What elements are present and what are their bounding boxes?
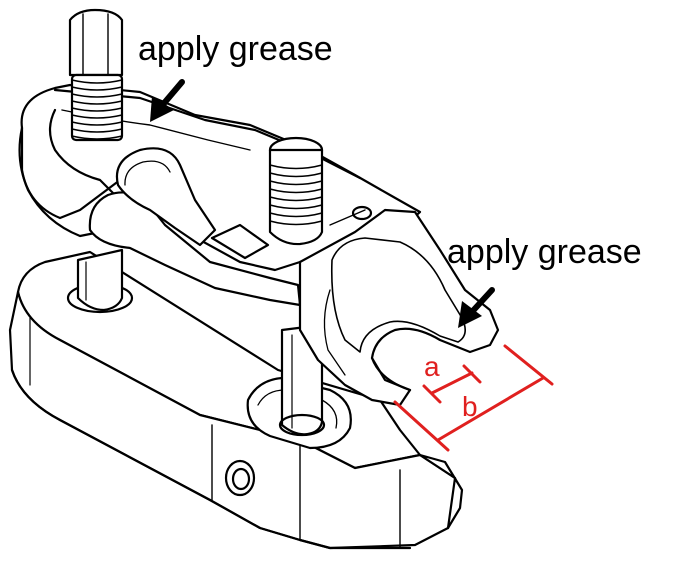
pivot-pin [329,205,373,226]
apply-grease-label-top: apply grease [138,30,333,68]
fork-jaw [298,208,500,407]
dimension-a [422,364,482,404]
left-screw-post [66,248,134,314]
dimension-b-label: b [462,391,478,422]
apply-grease-label-right: apply grease [447,233,642,271]
left-threaded-bolt [68,8,124,142]
arrow-icon [458,287,495,328]
center-threaded-bolt [268,136,324,246]
center-screw-post [278,323,326,437]
dimension-b [393,344,554,452]
base-side-hole [224,459,256,497]
arrow-icon [150,79,185,122]
dimension-a-label: a [424,351,440,382]
